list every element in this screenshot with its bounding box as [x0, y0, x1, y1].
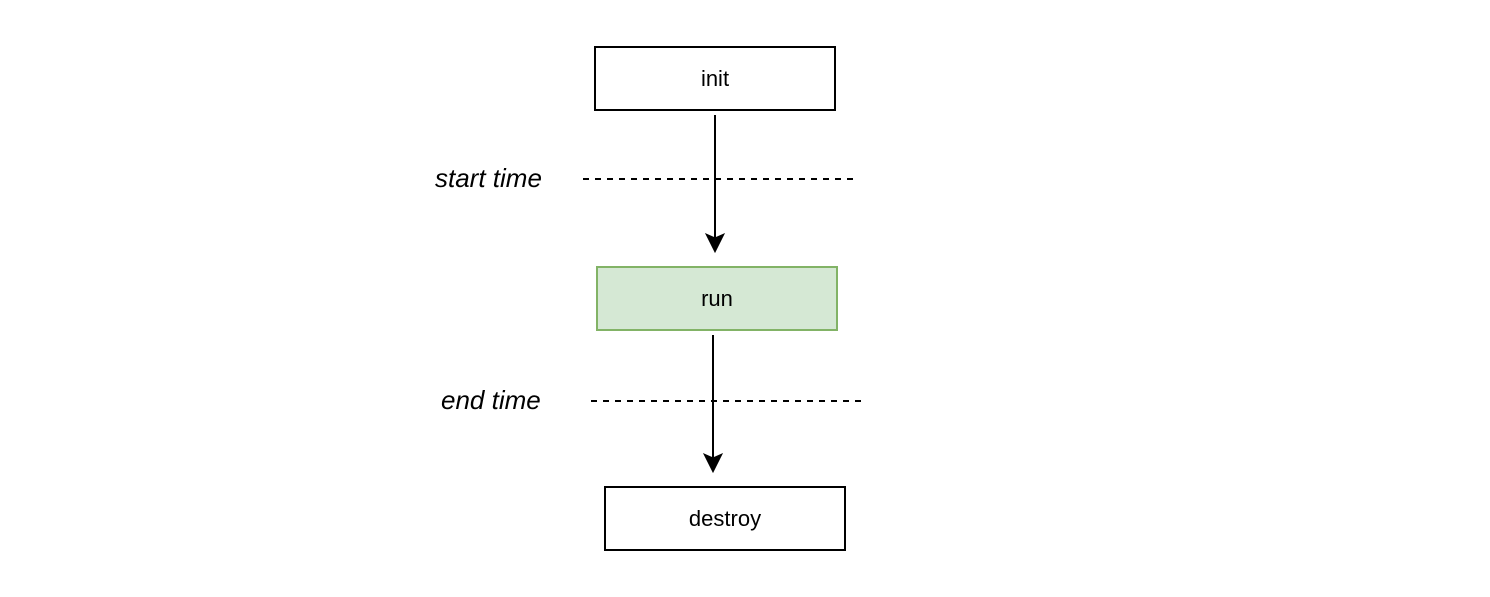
node-run-label: run — [701, 285, 733, 311]
end-time-label: end time — [441, 385, 541, 415]
start-time-label: start time — [435, 163, 542, 193]
node-destroy-label: destroy — [688, 505, 762, 531]
node-destroy: destroy — [604, 486, 846, 551]
node-init-label: init — [700, 65, 730, 91]
arrowhead-init-to-run — [704, 232, 726, 254]
arrowhead-run-to-destroy — [702, 452, 724, 474]
node-run: run — [596, 266, 838, 331]
node-init: init — [594, 46, 836, 111]
